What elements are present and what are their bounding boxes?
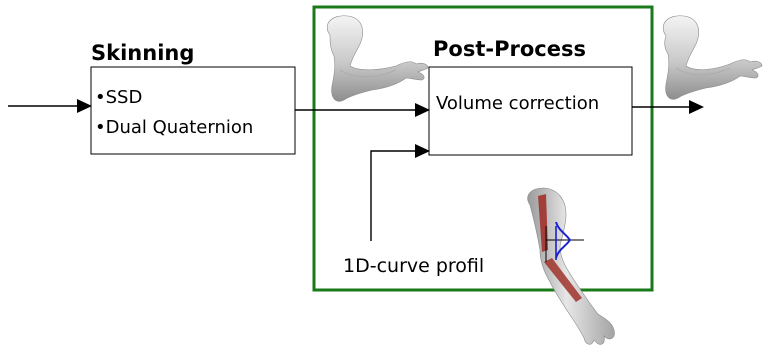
arrow-output — [632, 100, 704, 114]
skinning-title: Skinning — [91, 41, 194, 65]
arm-mesh-output-icon — [662, 15, 763, 100]
arm-with-muscles-icon — [527, 187, 615, 345]
arrow-skinning-to-volume — [295, 103, 430, 117]
volume-correction-label: Volume correction — [436, 93, 599, 114]
arrow-curve-to-volume — [370, 144, 430, 241]
curve-profile-label: 1D-curve profil — [343, 255, 484, 277]
skinning-item-ssd: •SSD — [95, 87, 142, 108]
skinning-box — [90, 66, 296, 155]
post-process-title: Post-Process — [433, 37, 586, 61]
arm-mesh-input-icon — [326, 15, 429, 102]
skinning-item-dual-quaternion: •Dual Quaternion — [95, 117, 253, 138]
volume-correction-box — [428, 66, 633, 156]
post-process-frame — [312, 5, 654, 292]
arrow-input — [8, 99, 92, 113]
